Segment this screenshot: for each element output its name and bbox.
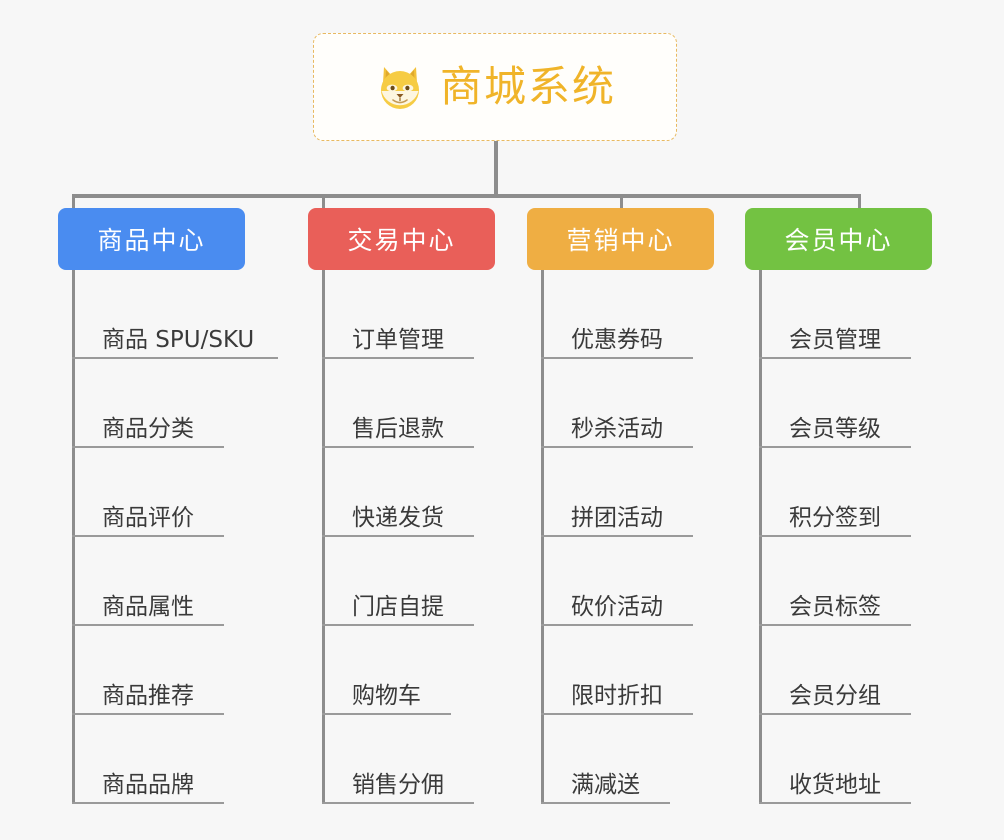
- root-title: 商城系统: [439, 62, 616, 111]
- shiba-dog-face-icon: [374, 61, 426, 113]
- leaf-item[interactable]: 订单管理: [322, 270, 474, 359]
- leaf-item-label: 拼团活动: [571, 504, 663, 531]
- leaf-item[interactable]: 商品属性: [72, 537, 224, 626]
- leaf-item-label: 门店自提: [352, 593, 444, 620]
- column-trunk-line: [322, 270, 325, 804]
- column-trunk-line: [541, 270, 544, 804]
- connector-drop-marketing-center: [620, 194, 623, 210]
- leaf-item-label: 商品品牌: [102, 771, 194, 798]
- leaf-item-label: 商品分类: [102, 415, 194, 442]
- leaf-item[interactable]: 商品 SPU/SKU: [72, 270, 278, 359]
- connector-drop-member-center: [858, 194, 861, 210]
- connector-drop-trade-center: [322, 194, 325, 210]
- leaf-item[interactable]: 购物车: [322, 626, 451, 715]
- leaf-item[interactable]: 拼团活动: [541, 448, 693, 537]
- leaf-item[interactable]: 门店自提: [322, 537, 474, 626]
- category-header-trade-center[interactable]: 交易中心: [308, 208, 495, 270]
- leaf-item-label: 售后退款: [352, 415, 444, 442]
- leaf-item[interactable]: 优惠券码: [541, 270, 693, 359]
- leaf-item-label: 销售分佣: [352, 771, 444, 798]
- leaf-item-label: 商品评价: [102, 504, 194, 531]
- leaf-item-label: 优惠券码: [571, 326, 663, 353]
- leaf-item[interactable]: 商品推荐: [72, 626, 224, 715]
- leaf-item[interactable]: 快递发货: [322, 448, 474, 537]
- leaf-item[interactable]: 销售分佣: [322, 715, 474, 804]
- leaf-item[interactable]: 秒杀活动: [541, 359, 693, 448]
- leaf-item[interactable]: 商品评价: [72, 448, 224, 537]
- leaf-item-label: 满减送: [571, 771, 640, 798]
- connector-horizontal-bus: [72, 194, 861, 198]
- leaf-item[interactable]: 会员标签: [759, 537, 911, 626]
- leaf-item-label: 快递发货: [352, 504, 444, 531]
- leaf-item-label: 会员分组: [789, 682, 881, 709]
- leaf-item-label: 商品推荐: [102, 682, 194, 709]
- leaf-item-label: 砍价活动: [571, 593, 663, 620]
- leaf-list-marketing-center: 优惠券码秒杀活动拼团活动砍价活动限时折扣满减送: [541, 270, 693, 804]
- leaf-item-label: 会员管理: [789, 326, 881, 353]
- category-header-product-center[interactable]: 商品中心: [58, 208, 245, 270]
- leaf-item-label: 收货地址: [789, 771, 881, 798]
- leaf-item-label: 订单管理: [352, 326, 444, 353]
- connector-root-stem: [494, 141, 498, 196]
- root-node-商城系统[interactable]: 商城系统: [313, 33, 677, 141]
- leaf-item-label: 商品属性: [102, 593, 194, 620]
- leaf-list-trade-center: 订单管理售后退款快递发货门店自提购物车销售分佣: [322, 270, 474, 804]
- leaf-item[interactable]: 售后退款: [322, 359, 474, 448]
- leaf-item[interactable]: 积分签到: [759, 448, 911, 537]
- leaf-item[interactable]: 商品分类: [72, 359, 224, 448]
- connector-drop-product-center: [72, 194, 75, 210]
- leaf-item[interactable]: 收货地址: [759, 715, 911, 804]
- leaf-list-member-center: 会员管理会员等级积分签到会员标签会员分组收货地址: [759, 270, 911, 804]
- leaf-item-label: 商品 SPU/SKU: [102, 326, 255, 353]
- leaf-item[interactable]: 限时折扣: [541, 626, 693, 715]
- leaf-item-label: 会员等级: [789, 415, 881, 442]
- column-trunk-line: [759, 270, 762, 804]
- leaf-item[interactable]: 满减送: [541, 715, 670, 804]
- category-header-member-center[interactable]: 会员中心: [745, 208, 932, 270]
- leaf-item[interactable]: 砍价活动: [541, 537, 693, 626]
- leaf-item-label: 购物车: [352, 682, 421, 709]
- leaf-item-label: 积分签到: [789, 504, 881, 531]
- leaf-item[interactable]: 商品品牌: [72, 715, 224, 804]
- leaf-item-label: 秒杀活动: [571, 415, 663, 442]
- leaf-item[interactable]: 会员分组: [759, 626, 911, 715]
- leaf-list-product-center: 商品 SPU/SKU 商品分类商品评价商品属性商品推荐商品品牌: [72, 270, 278, 804]
- leaf-item[interactable]: 会员管理: [759, 270, 911, 359]
- leaf-item-label: 限时折扣: [571, 682, 663, 709]
- leaf-item-label: 会员标签: [789, 593, 881, 620]
- leaf-item[interactable]: 会员等级: [759, 359, 911, 448]
- column-trunk-line: [72, 270, 75, 804]
- category-header-marketing-center[interactable]: 营销中心: [527, 208, 714, 270]
